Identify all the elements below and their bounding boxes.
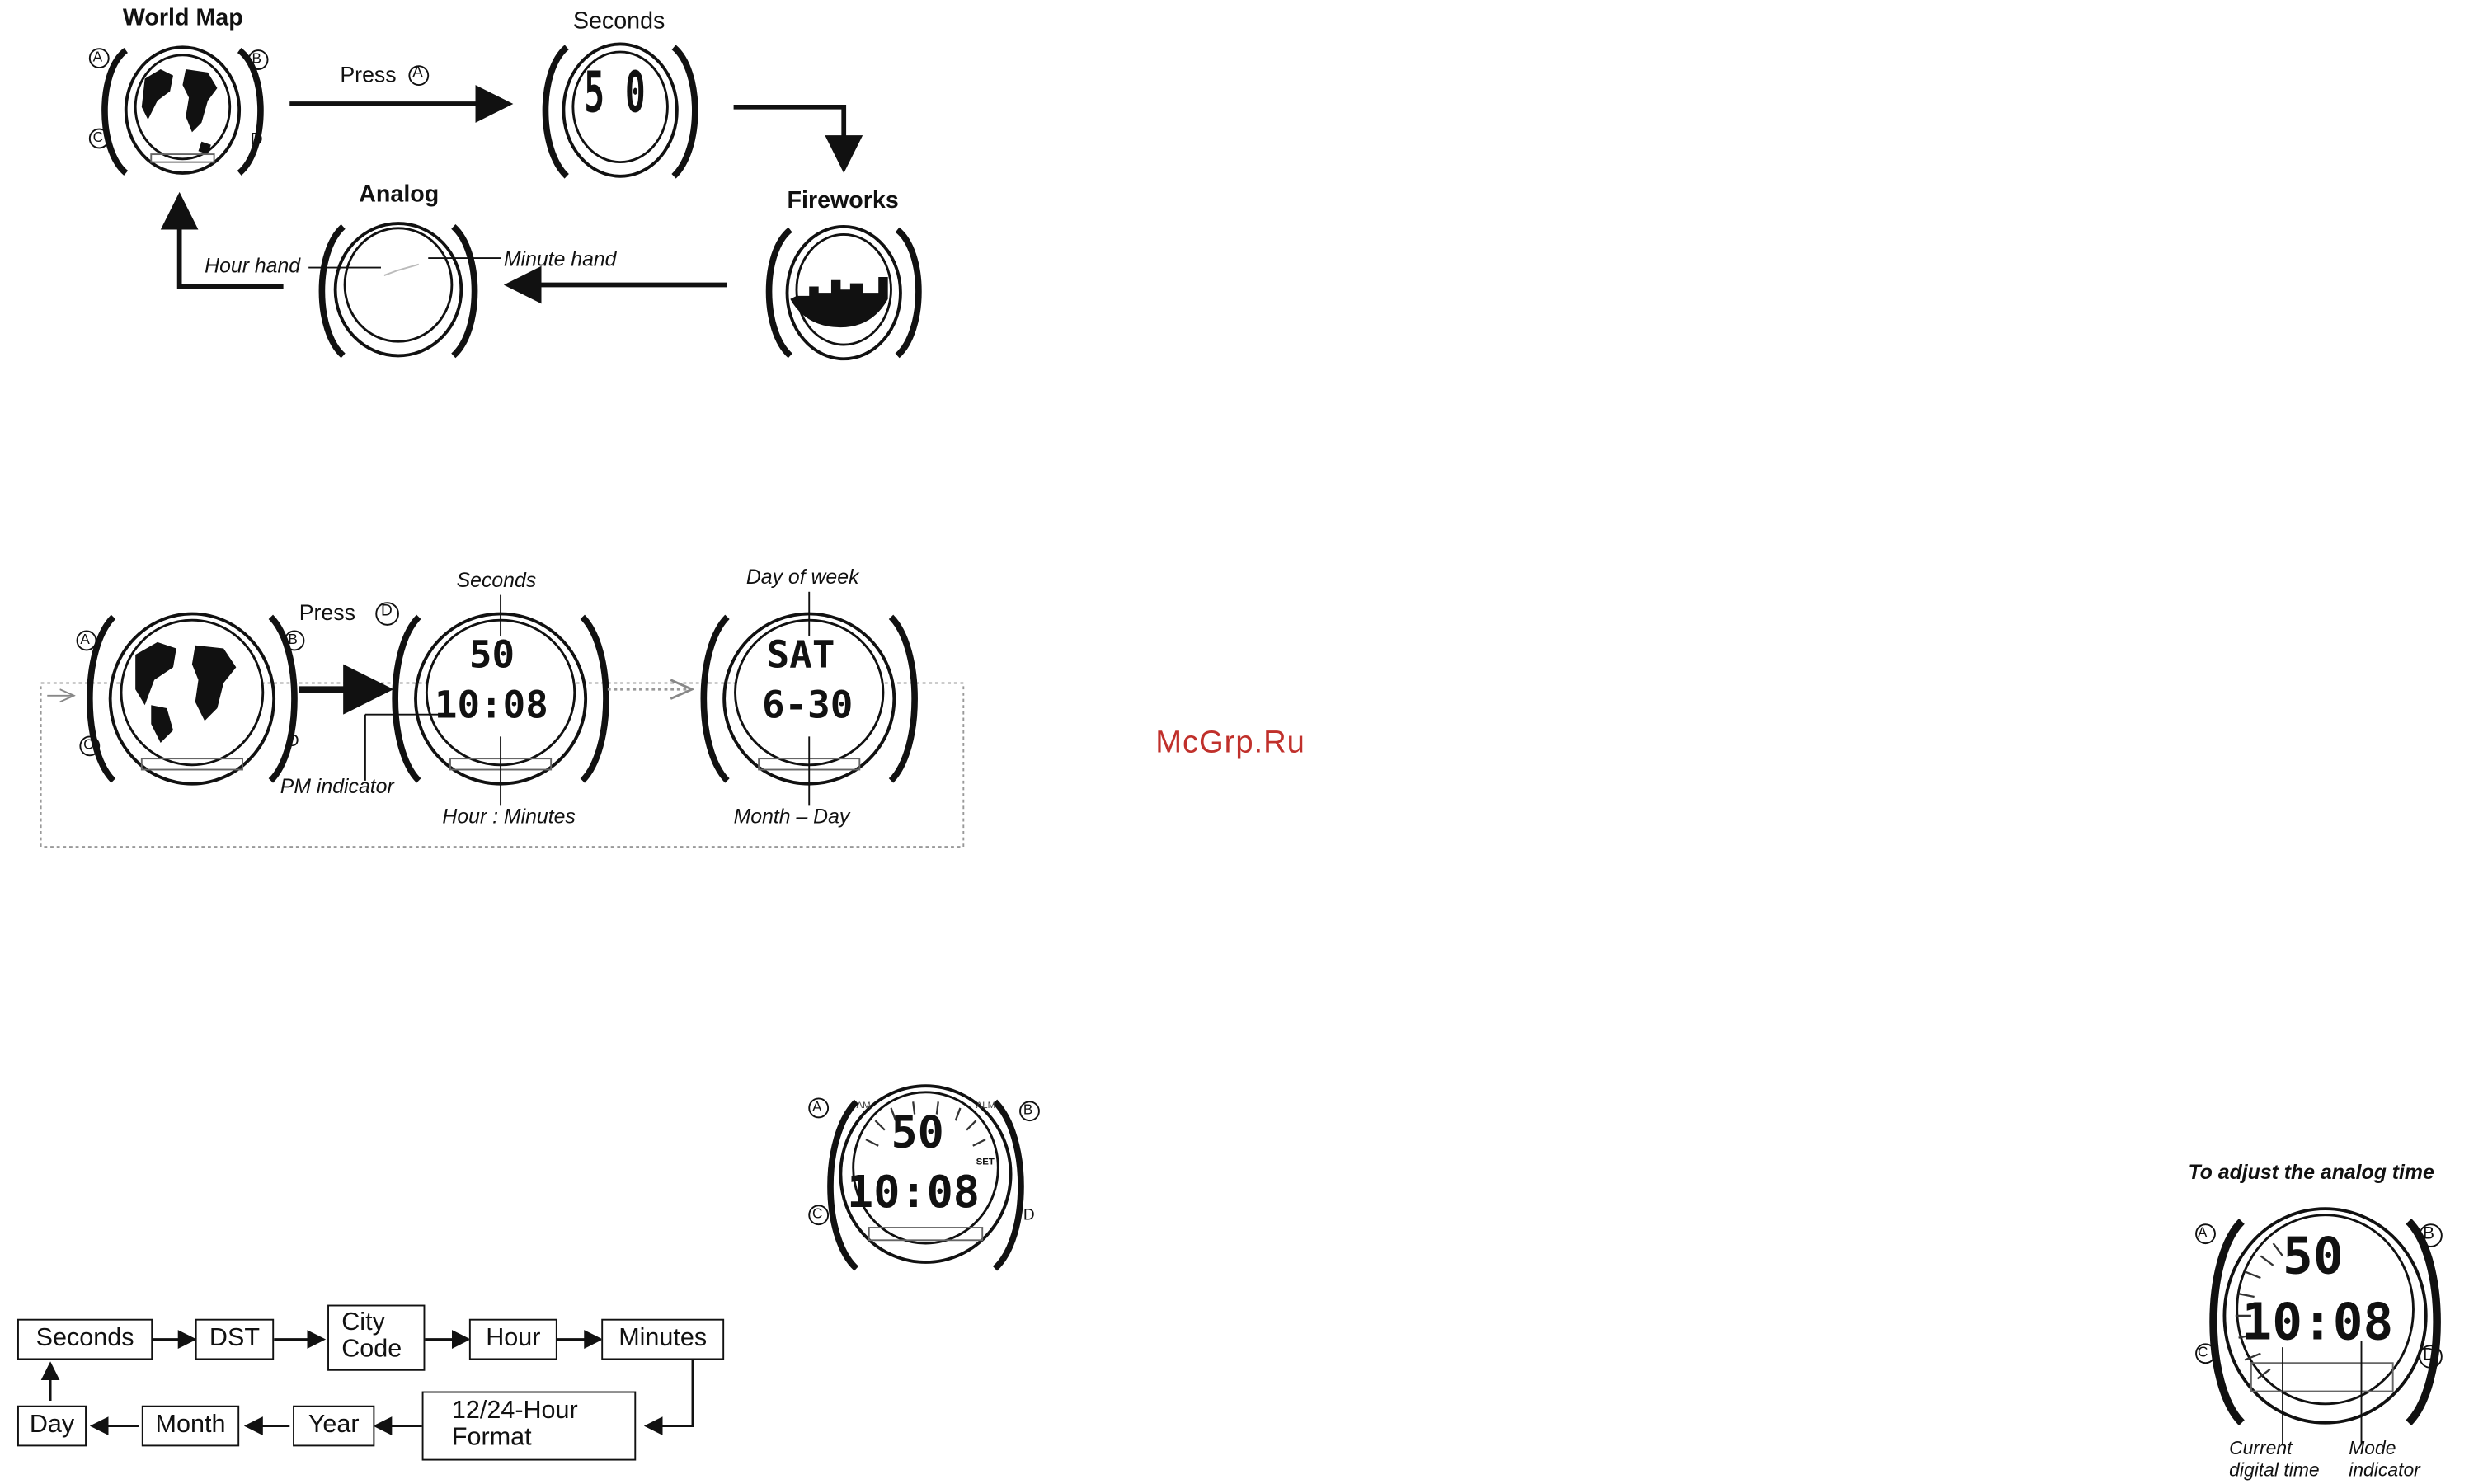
btn4-c: C (2197, 1344, 2208, 1360)
watch2-world-map (86, 612, 298, 786)
btn-d: D (250, 130, 263, 150)
watch3-bottom-digits: 10:08 (847, 1166, 980, 1219)
watch3-alm: ALM (976, 1101, 996, 1111)
btn4-b: B (2422, 1224, 2434, 1244)
watch3-set: SET (976, 1158, 995, 1168)
watch2-time (392, 612, 609, 786)
btn4-d: D (2422, 1345, 2436, 1365)
btn3-a: A (812, 1098, 822, 1115)
watch4-bottom-digits: 10:08 (2241, 1292, 2394, 1352)
label-month-day: Month – Day (733, 804, 850, 829)
label-fireworks: Fireworks (787, 187, 899, 214)
btn3-c: C (812, 1205, 823, 1222)
btn3-b: B (1023, 1101, 1033, 1118)
watch2-time-digits: 10:08 (434, 683, 548, 727)
flow-minutes: Minutes (601, 1318, 725, 1360)
label-seconds: Seconds (572, 7, 665, 35)
label-pm-indicator: PM indicator (280, 774, 394, 798)
btn2-c: C (83, 736, 94, 753)
watch-world-map (101, 45, 264, 176)
label-day-of-week: Day of week (745, 565, 859, 589)
btn2-b: B (288, 631, 298, 647)
label-hour-hand: Hour hand (205, 253, 301, 277)
btn2-d: D (286, 731, 299, 751)
watch-fireworks (765, 224, 922, 361)
flow-month: Month (141, 1405, 240, 1447)
watch2-date-digits: 6-30 (761, 683, 854, 727)
label-world-map: World Map (122, 4, 243, 32)
flow-seconds: Seconds (16, 1318, 153, 1360)
label-press-a: Press (340, 61, 397, 87)
watch2-day-digits: SAT (766, 632, 835, 677)
watch-seconds (542, 42, 698, 179)
label-press-d: Press (299, 599, 356, 625)
btn-c: C (92, 129, 104, 145)
label-hour-minutes: Hour : Minutes (442, 804, 576, 829)
watch3-top-digits: 50 (891, 1106, 944, 1159)
button-a-marker: A (412, 64, 423, 82)
watch-analog (318, 222, 478, 359)
btn-a: A (92, 49, 103, 65)
flow-dst: DST (195, 1318, 275, 1360)
watch3-setting (827, 1084, 1024, 1271)
flow-day: Day (16, 1405, 87, 1447)
btn3-d: D (1023, 1207, 1035, 1225)
flow-hour: Hour (468, 1318, 557, 1360)
btn-b: B (252, 50, 261, 67)
seconds-display: 5 0 (584, 61, 646, 126)
flow-year: Year (293, 1405, 375, 1447)
label-seconds-2: Seconds (456, 568, 537, 592)
label-minute-hand: Minute hand (503, 247, 617, 271)
watch4-top-digits: 50 (2283, 1226, 2344, 1286)
btn4-a: A (2197, 1224, 2208, 1241)
flow-arrows (40, 1330, 694, 1436)
arrow-seconds-to-fireworks (733, 104, 863, 173)
button-d-marker: D (380, 603, 393, 621)
watch3-am: AM (856, 1101, 871, 1111)
heading-adjust-analog: To adjust the analog time (2188, 1159, 2434, 1184)
btn2-a: A (80, 631, 90, 647)
watermark: McGrp.Ru (1155, 726, 1305, 761)
label-analog: Analog (359, 181, 440, 208)
arrow-analog-to-world (160, 191, 284, 289)
watch2-seconds-digits: 50 (468, 632, 515, 677)
